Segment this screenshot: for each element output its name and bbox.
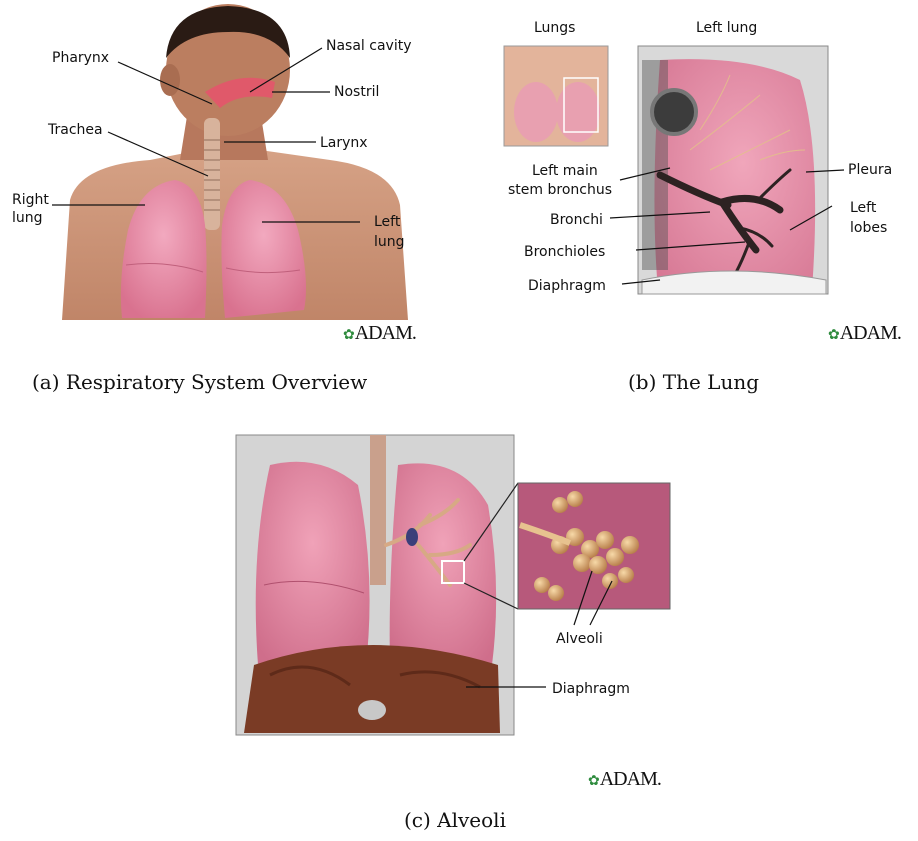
label-left-lung-2: lung — [374, 234, 405, 250]
panel-respiratory-overview: Pharynx Nasal cavity Nostril Trachea Lar… — [0, 0, 460, 360]
label-pleura: Pleura — [848, 162, 892, 178]
adam-leaf-icon: ✿ — [588, 774, 599, 789]
adam-logo-c: ✿ADAM. — [588, 768, 661, 791]
adam-leaf-icon: ✿ — [343, 328, 354, 343]
label-pharynx: Pharynx — [52, 50, 109, 66]
label-left-lobes-2: lobes — [850, 220, 887, 236]
label-nostril: Nostril — [334, 84, 379, 100]
respiratory-overview-illustration: Pharynx Nasal cavity Nostril Trachea Lar… — [0, 0, 460, 360]
heart-vessel — [406, 528, 418, 546]
label-diaphragm-c: Diaphragm — [552, 681, 630, 697]
label-left-lung-1: Left — [374, 214, 401, 230]
label-left-lung: Left lung — [696, 20, 757, 36]
adam-logo-a: ✿ADAM. — [343, 322, 416, 345]
label-nasal-cavity: Nasal cavity — [326, 38, 412, 54]
label-bronchi: Bronchi — [550, 212, 603, 228]
panel-alveoli: Alveoli Diaphragm — [230, 425, 710, 765]
caption-c: (c) Alveoli — [404, 808, 506, 832]
caption-a: (a) Respiratory System Overview — [32, 370, 367, 394]
alveoli-illustration: Alveoli Diaphragm — [230, 425, 710, 765]
label-diaphragm: Diaphragm — [528, 278, 606, 294]
caption-b: (b) The Lung — [628, 370, 759, 394]
trachea-c — [370, 435, 386, 585]
aorta — [652, 90, 696, 134]
lung-illustration: Lungs Left lung Left main stem bronchus … — [460, 0, 918, 360]
trachea-tube — [204, 118, 220, 230]
label-right-lung-1: Right — [12, 192, 49, 208]
label-bronchioles: Bronchioles — [524, 244, 605, 260]
label-left-main-1: Left main — [532, 163, 598, 179]
adam-leaf-icon: ✿ — [828, 328, 839, 343]
label-left-lobes-1: Left — [850, 200, 877, 216]
label-right-lung-2: lung — [12, 210, 43, 226]
ear — [160, 64, 180, 96]
label-lungs: Lungs — [534, 20, 575, 36]
panel-the-lung: Lungs Left lung Left main stem bronchus … — [460, 0, 918, 360]
adam-logo-b: ✿ADAM. — [828, 322, 901, 345]
right-lung-c — [256, 462, 370, 665]
label-alveoli: Alveoli — [556, 631, 603, 647]
label-left-main-2: stem bronchus — [508, 182, 612, 198]
label-larynx: Larynx — [320, 135, 368, 151]
label-trachea: Trachea — [47, 122, 103, 138]
